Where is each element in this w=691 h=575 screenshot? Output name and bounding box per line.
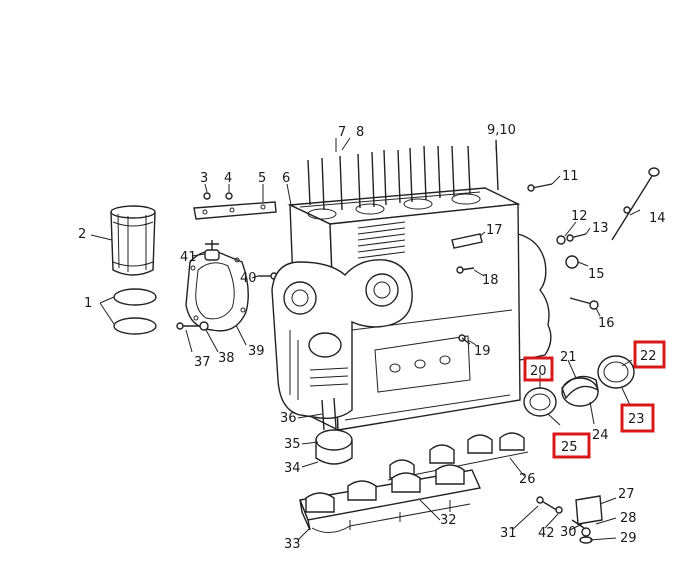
label-21: 21 bbox=[560, 350, 577, 365]
label-3: 3 bbox=[200, 171, 208, 186]
bolt-37 bbox=[176, 321, 209, 331]
bolt-16 bbox=[569, 297, 599, 310]
mounting-bracket bbox=[193, 192, 277, 220]
label-25: 25 bbox=[561, 440, 578, 455]
bearing-bush-34 bbox=[315, 429, 353, 465]
label-14: 14 bbox=[649, 211, 666, 226]
highlight-25 bbox=[552, 432, 591, 459]
washer-15 bbox=[565, 255, 579, 269]
label-19: 19 bbox=[474, 344, 491, 359]
bearing-shell-21 bbox=[561, 375, 599, 407]
label-1: 1 bbox=[84, 296, 92, 311]
label-15: 15 bbox=[588, 267, 605, 282]
stud-19 bbox=[458, 334, 471, 345]
label-23: 23 bbox=[628, 412, 645, 427]
label-40: 40 bbox=[240, 271, 257, 286]
label-18: 18 bbox=[482, 273, 499, 288]
label-35: 35 bbox=[284, 437, 301, 452]
cap-bolt-assembly bbox=[536, 495, 603, 544]
label-13: 13 bbox=[592, 221, 609, 236]
label-26: 26 bbox=[519, 472, 536, 487]
label-28: 28 bbox=[620, 511, 637, 526]
leader-lines bbox=[90, 137, 641, 541]
bolt-13 bbox=[566, 233, 587, 242]
label-41: 41 bbox=[180, 250, 197, 265]
highlight-20 bbox=[523, 356, 554, 382]
timing-cover bbox=[271, 259, 413, 420]
dipstick-14 bbox=[611, 167, 660, 241]
cylinder-liner bbox=[110, 205, 156, 276]
cylinder-head-studs bbox=[307, 139, 499, 211]
thrust-washer-25 bbox=[523, 387, 557, 417]
label-24: 24 bbox=[592, 428, 609, 443]
label-11: 11 bbox=[562, 169, 579, 184]
label-20: 20 bbox=[530, 364, 547, 379]
label-9-10: 9,10 bbox=[487, 123, 516, 138]
main-bearing-caps bbox=[387, 432, 529, 481]
piston-rings bbox=[99, 288, 157, 335]
label-5: 5 bbox=[258, 171, 266, 186]
fitting-41 bbox=[204, 240, 220, 261]
bolt-18 bbox=[456, 266, 475, 274]
thrust-washer-23 bbox=[597, 355, 635, 389]
label-12: 12 bbox=[571, 209, 588, 224]
label-34: 34 bbox=[284, 461, 301, 476]
highlight-22 bbox=[633, 340, 666, 369]
label-32: 32 bbox=[440, 513, 457, 528]
label-22: 22 bbox=[640, 349, 657, 364]
lower-crankcase-frame bbox=[299, 464, 481, 533]
label-36: 36 bbox=[280, 411, 297, 426]
label-6: 6 bbox=[282, 171, 290, 186]
bracket-17 bbox=[451, 233, 483, 249]
label-38: 38 bbox=[218, 351, 235, 366]
label-29: 29 bbox=[620, 531, 637, 546]
label-17: 17 bbox=[486, 223, 503, 238]
label-37: 37 bbox=[194, 355, 211, 370]
label-42: 42 bbox=[538, 526, 555, 541]
label-4: 4 bbox=[224, 171, 232, 186]
nut-12 bbox=[556, 235, 566, 245]
label-31: 31 bbox=[500, 526, 517, 541]
label-16: 16 bbox=[598, 316, 615, 331]
label-27: 27 bbox=[618, 487, 635, 502]
label-7: 7 bbox=[338, 125, 346, 140]
plug-11 bbox=[527, 183, 553, 192]
label-33: 33 bbox=[284, 537, 301, 552]
highlight-23 bbox=[620, 403, 655, 433]
stud-36 bbox=[321, 397, 337, 431]
label-39: 39 bbox=[248, 344, 265, 359]
label-8: 8 bbox=[356, 125, 364, 140]
label-2: 2 bbox=[78, 227, 86, 242]
callout-labels: 1 2 3 4 5 6 7 8 9,10 11 12 13 14 15 16 1… bbox=[78, 123, 666, 552]
label-30: 30 bbox=[560, 525, 577, 540]
